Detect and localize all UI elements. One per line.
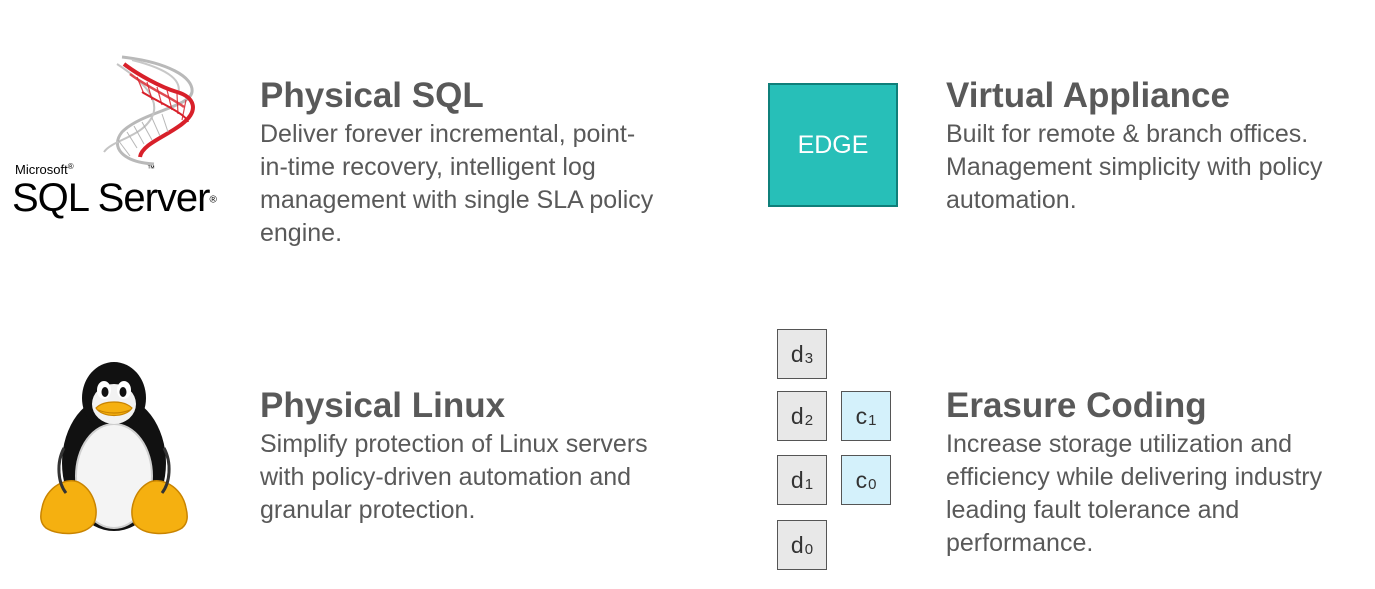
tux-logo <box>38 358 190 538</box>
sql-logo-brand: Microsoft® <box>15 162 74 177</box>
virtual-appliance-desc-line: Built for remote & branch offices. <box>946 120 1309 148</box>
physical-sql-desc-line: in-time recovery, intelligent log <box>260 153 596 181</box>
physical-linux-description: Simplify protection of Linux servers wit… <box>260 428 700 527</box>
sql-logo-product: SQL Server® <box>12 176 217 220</box>
virtual-appliance-description: Built for remote & branch offices. Manag… <box>946 118 1366 217</box>
physical-sql-title: Physical SQL <box>260 76 484 115</box>
physical-sql-desc-line: management with single SLA policy <box>260 186 654 214</box>
erasure-coding-desc-line: efficiency while delivering industry <box>946 463 1323 491</box>
tux-penguin-icon <box>40 362 188 535</box>
physical-linux-desc-line: granular protection. <box>260 496 476 524</box>
erasure-coding-desc-line: leading fault tolerance and <box>946 496 1240 524</box>
sql-server-logo-icon <box>103 55 195 166</box>
physical-sql-desc-line: Deliver forever incremental, point- <box>260 120 636 148</box>
physical-sql-description: Deliver forever incremental, point- in-t… <box>260 118 700 250</box>
physical-linux-title: Physical Linux <box>260 386 506 425</box>
virtual-appliance-desc-line: Management simplicity with policy <box>946 153 1323 181</box>
sql-server-logo: Microsoft® SQL Server® ™ <box>12 52 227 227</box>
edge-appliance-box: EDGE <box>768 83 898 207</box>
physical-linux-desc-line: Simplify protection of Linux servers <box>260 430 648 458</box>
erasure-coding-title: Erasure Coding <box>946 386 1207 425</box>
virtual-appliance-desc-line: automation. <box>946 186 1077 214</box>
erasure-coding-description: Increase storage utilization and efficie… <box>946 428 1366 560</box>
physical-linux-desc-line: with policy-driven automation and <box>260 463 632 491</box>
erasure-coding-desc-line: performance. <box>946 529 1094 557</box>
physical-sql-desc-line: engine. <box>260 219 343 247</box>
virtual-appliance-title: Virtual Appliance <box>946 76 1230 115</box>
erasure-coding-desc-line: Increase storage utilization and <box>946 430 1293 458</box>
sql-logo-tm: ™ <box>147 164 155 173</box>
